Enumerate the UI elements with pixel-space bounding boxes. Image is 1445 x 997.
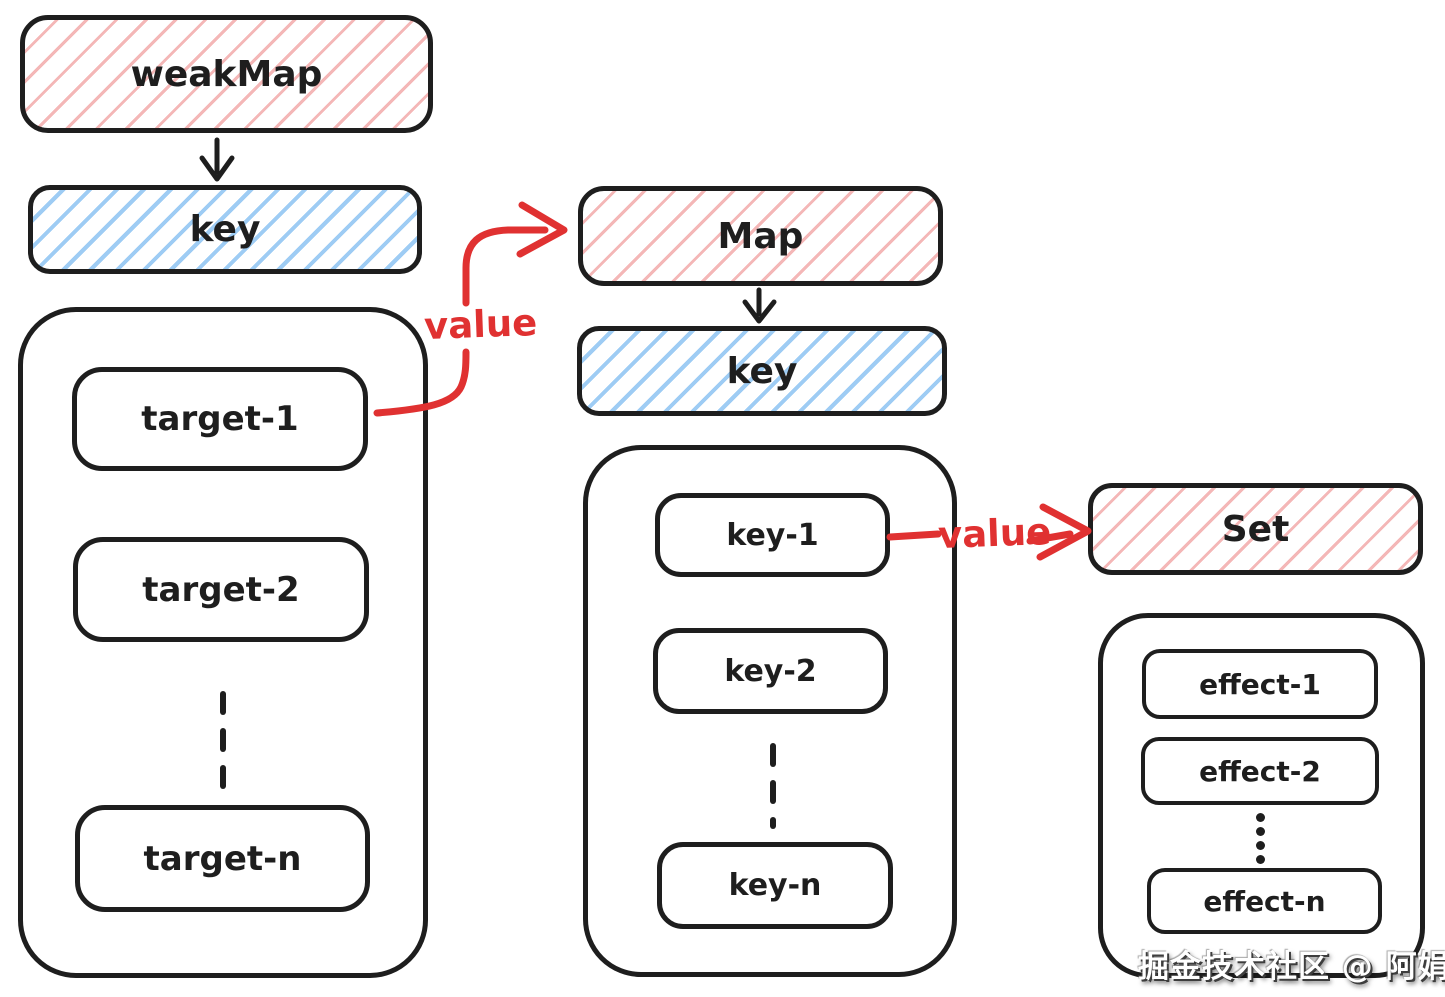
target-1-node: target-1: [72, 367, 368, 471]
effect-1-label: effect-1: [1199, 667, 1321, 701]
arrow-map-to-key: [742, 287, 777, 324]
dash: [220, 764, 226, 789]
watermark: 掘金技术社区 @ 阿娟蛋: [1138, 949, 1445, 985]
weakmap-node: weakMap: [20, 15, 433, 133]
weakmap-label: weakMap: [130, 53, 323, 95]
targets-container: [18, 307, 428, 978]
weakmap-key-node: key: [28, 185, 422, 274]
effect-1-node: effect-1: [1142, 649, 1378, 719]
set-node: Set: [1088, 483, 1423, 575]
dash: [770, 742, 776, 767]
map-key-node: key: [577, 326, 947, 416]
effect-n-node: effect-n: [1147, 868, 1382, 934]
effects-container: [1098, 613, 1425, 978]
dash: [220, 690, 226, 715]
dot: [1256, 812, 1265, 822]
weakmap-key-label: key: [189, 209, 261, 250]
value-label-key1-set: value: [937, 510, 1052, 557]
arrow-weakmap-to-key: [199, 137, 235, 182]
target-2-label: target-2: [142, 569, 300, 610]
map-key-label: key: [726, 350, 798, 392]
set-label: Set: [1221, 508, 1290, 550]
keys-ellipsis: [770, 736, 776, 835]
dash: [220, 727, 226, 752]
map-label: Map: [717, 215, 804, 257]
key-n-label: key-n: [728, 868, 822, 903]
target-1-label: target-1: [141, 399, 299, 439]
key-2-label: key-2: [724, 653, 817, 689]
target-n-node: target-n: [75, 805, 370, 912]
targets-ellipsis: [220, 684, 226, 795]
effect-n-label: effect-n: [1203, 884, 1326, 918]
key-n-node: key-n: [657, 842, 893, 929]
dot: [1256, 854, 1265, 864]
effects-ellipsis: [1256, 810, 1265, 866]
dot: [1256, 826, 1265, 836]
key-2-node: key-2: [653, 628, 888, 714]
effect-2-label: effect-2: [1199, 754, 1321, 788]
dot: [1256, 840, 1265, 850]
target-2-node: target-2: [73, 537, 369, 642]
value-label-target1-map: value: [423, 301, 538, 348]
effect-2-node: effect-2: [1141, 737, 1379, 805]
key-1-node: key-1: [655, 493, 890, 577]
target-n-label: target-n: [143, 838, 302, 879]
map-node: Map: [578, 186, 943, 286]
key-1-label: key-1: [726, 517, 819, 553]
dash: [770, 816, 776, 829]
dash: [770, 779, 776, 804]
keys-container: [583, 445, 957, 977]
